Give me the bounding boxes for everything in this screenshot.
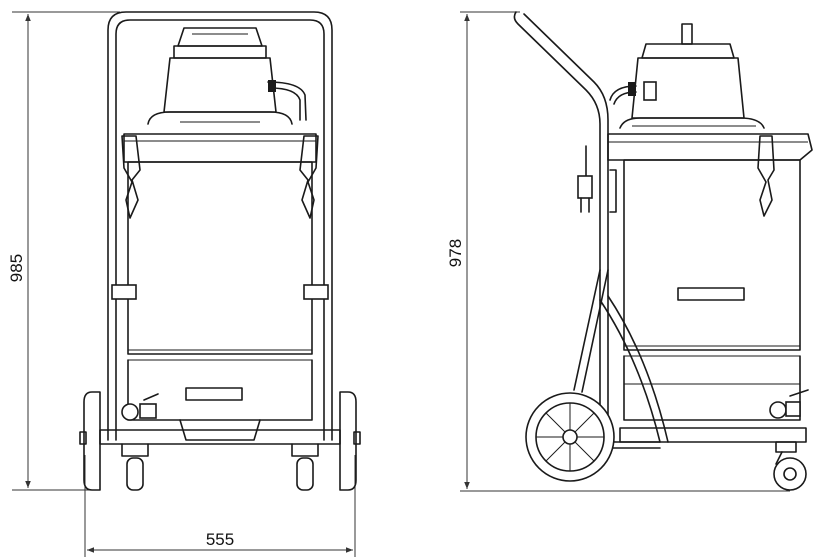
side-clamp [757,135,775,217]
front-right-caster [291,443,319,491]
front-motor-head [147,27,307,125]
front-handle-frame [107,11,333,441]
front-width-dimension: 555 [84,455,356,557]
front-height-dimension: 985 [7,11,120,491]
side-tank [623,159,801,351]
side-power-plug [577,145,617,213]
side-height-dimension: 978 [446,11,790,492]
side-base [619,427,807,443]
front-drain-valve [121,393,159,421]
side-motor-head [609,23,765,129]
front-height-label: 985 [7,254,26,282]
side-view: 978 [446,11,813,492]
front-base [99,429,341,445]
front-view: 985 555 [7,11,361,557]
front-right-wheel [339,391,357,491]
side-handle [513,11,661,449]
side-height-label: 978 [446,239,465,267]
front-tank [127,161,313,355]
front-width-label: 555 [206,530,234,549]
front-top-rim [123,133,317,163]
front-label-plate [185,387,243,401]
front-left-caster [121,443,149,491]
side-drain-valve [769,389,809,419]
side-main-wheel [525,392,615,482]
front-left-wheel [83,391,101,491]
side-label-plate [677,287,745,301]
side-caster [773,441,807,491]
side-top-rim [607,133,813,161]
